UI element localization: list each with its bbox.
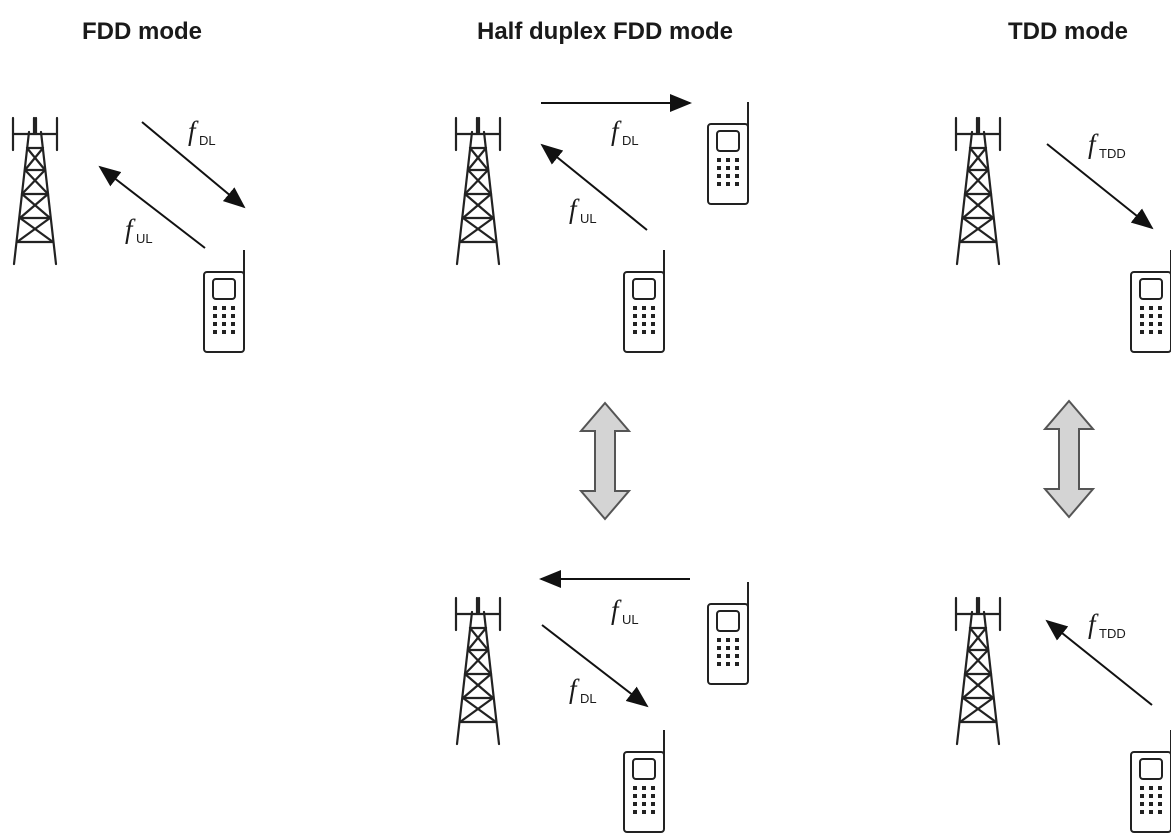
svg-text:TDD: TDD [1099, 626, 1126, 641]
svg-text:DL: DL [199, 133, 216, 148]
tdd-frequency-label: f TDD [1088, 129, 1126, 161]
svg-text:f: f [125, 214, 136, 244]
svg-text:UL: UL [580, 211, 597, 226]
tdd-downlink-arrow [1046, 143, 1154, 230]
svg-text:DL: DL [580, 691, 597, 706]
svg-text:f: f [611, 595, 622, 625]
mobile-phone-icon [707, 101, 749, 205]
base-station-tower-icon [954, 116, 1002, 266]
mobile-phone-icon [707, 581, 749, 685]
tdd-frequency-label: f TDD [1088, 609, 1126, 641]
half-duplex-fdd-mode-title: Half duplex FDD mode [477, 18, 733, 45]
uplink-arrow [540, 143, 648, 231]
half-duplex-bottom-state: f UL f DL [454, 570, 749, 833]
tdd-top-state: f TDD [954, 116, 1171, 353]
svg-text:f: f [1088, 129, 1099, 159]
svg-text:f: f [1088, 609, 1099, 639]
switch-double-arrow [580, 402, 630, 520]
half-duplex-top-state: f DL f UL [454, 94, 749, 353]
uplink-frequency-label: f UL [125, 214, 153, 246]
mobile-phone-icon [623, 729, 665, 833]
svg-text:f: f [611, 116, 622, 146]
base-station-tower-icon [454, 116, 502, 266]
svg-text:f: f [569, 194, 580, 224]
tdd-mode-title: TDD mode [1008, 18, 1128, 45]
downlink-arrow [541, 624, 649, 708]
mobile-phone-icon [623, 249, 665, 353]
tdd-uplink-arrow [1045, 619, 1153, 706]
fdd-mode-title: FDD mode [82, 18, 202, 45]
svg-text:TDD: TDD [1099, 146, 1126, 161]
uplink-arrow [98, 165, 206, 249]
switch-double-arrow [1044, 400, 1094, 518]
uplink-frequency-label: f UL [569, 194, 597, 226]
downlink-frequency-label: f DL [569, 674, 597, 706]
downlink-frequency-label: f DL [188, 116, 216, 148]
svg-text:f: f [188, 116, 199, 146]
base-station-tower-icon [954, 596, 1002, 746]
tdd-bottom-state: f TDD [954, 596, 1171, 833]
mobile-phone-icon [1130, 729, 1171, 833]
mobile-phone-icon [203, 249, 245, 353]
downlink-frequency-label: f DL [611, 116, 639, 148]
base-station-tower-icon [11, 116, 59, 266]
svg-text:f: f [569, 674, 580, 704]
downlink-arrow [141, 121, 246, 209]
base-station-tower-icon [454, 596, 502, 746]
svg-text:UL: UL [622, 612, 639, 627]
uplink-frequency-label: f UL [611, 595, 639, 627]
svg-text:DL: DL [622, 133, 639, 148]
mobile-phone-icon [1130, 249, 1171, 353]
fdd-panel: f DL f UL [11, 116, 246, 353]
svg-text:UL: UL [136, 231, 153, 246]
